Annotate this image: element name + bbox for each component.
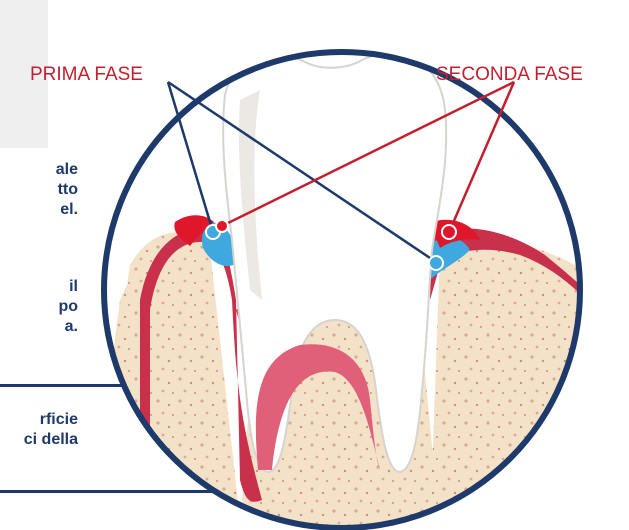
label-first-phase: PRIMA FASE bbox=[30, 64, 143, 85]
marker-first-right bbox=[429, 256, 443, 270]
marker-second-right bbox=[442, 225, 456, 239]
marker-second-left bbox=[216, 220, 228, 232]
label-second-phase: SECONDA FASE bbox=[436, 64, 583, 85]
